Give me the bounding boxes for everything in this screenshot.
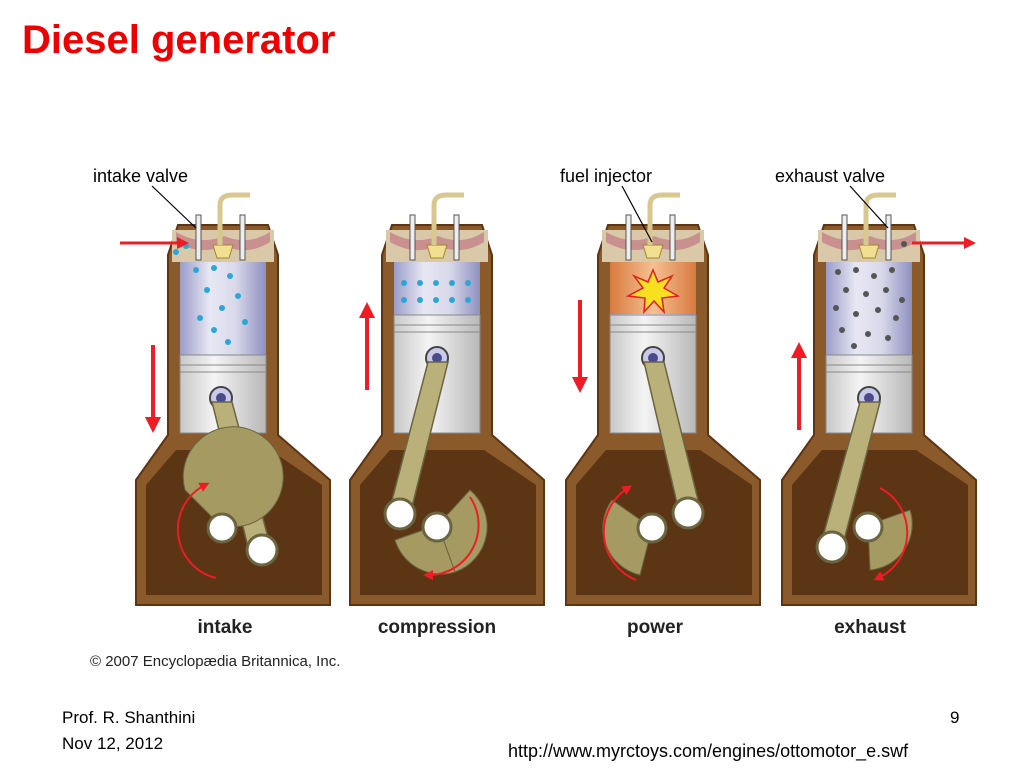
exhaust-particles (833, 241, 907, 349)
stroke-label-compression: compression (378, 617, 496, 638)
combustion-burst (625, 268, 681, 315)
stroke-label-power: power (627, 617, 684, 638)
footer-date: Nov 12, 2012 (62, 734, 164, 753)
exhaust-valve-leader (849, 185, 889, 229)
stroke-label-exhaust: exhaust (834, 617, 906, 638)
footer-author: Prof. R. Shanthini (62, 708, 196, 727)
engine-exhaust (781, 192, 977, 606)
intake-valve-leader (151, 185, 197, 229)
engine-compression (349, 192, 545, 606)
label-fuel-injector: fuel injector (560, 166, 652, 186)
label-exhaust-valve: exhaust valve (775, 166, 885, 186)
engine-intake (120, 192, 331, 606)
fuel-injector-leader (621, 185, 653, 243)
source-link[interactable]: http://www.myrctoys.com/engines/ottomoto… (508, 741, 909, 761)
compressed-air-particles (401, 280, 471, 303)
label-intake-valve: intake valve (93, 166, 188, 186)
page-number: 9 (950, 708, 960, 727)
copyright-notice: © 2007 Encyclopædia Britannica, Inc. (90, 653, 340, 670)
stroke-label-intake: intake (198, 617, 253, 638)
slide-title: Diesel generator (22, 18, 336, 62)
engine-power (565, 192, 761, 606)
